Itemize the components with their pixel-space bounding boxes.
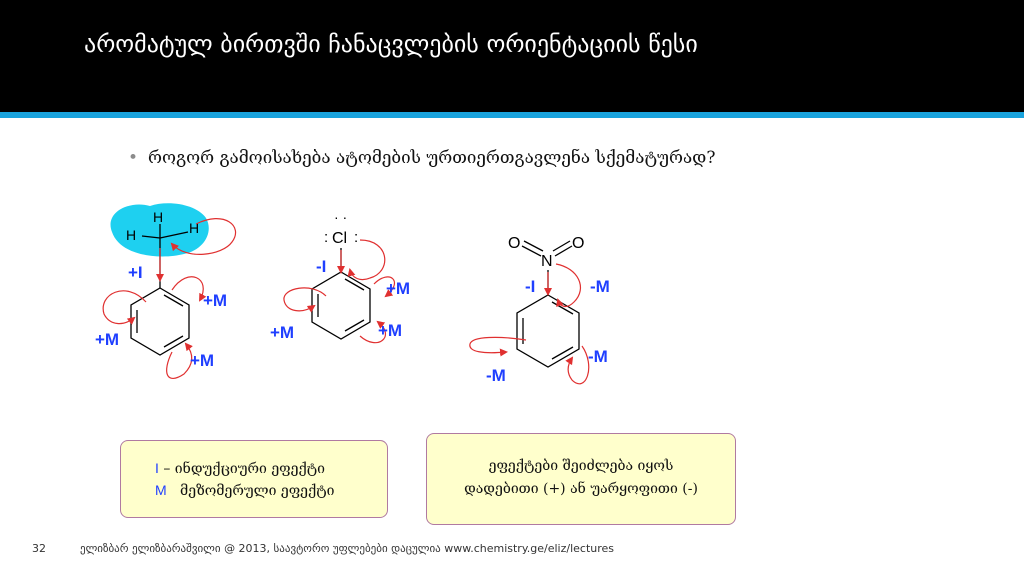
chlorobenzene-arrows [283, 239, 396, 344]
nitrobenzene-effect-label: -I [525, 277, 535, 296]
chlorine-atom: Cl [332, 230, 347, 247]
sign-note-line-1: ეფექტები შეიძლება იყოს [488, 458, 674, 474]
methyl-h-top: H [153, 209, 163, 225]
sign-note-box: ეფექტები შეიძლება იყოს დადებითი (+) ან უ… [426, 433, 736, 525]
inductive-description: – ინდუქციური ეფექტი [163, 461, 325, 477]
methyl-h-right: H [189, 220, 199, 236]
bullet-dot-icon: • [128, 148, 139, 168]
inductive-symbol: I [155, 460, 159, 476]
legend-box: I – ინდუქციური ეფექტი M მეზომერული ეფექტ… [120, 440, 388, 518]
toluene-effect-label: +M [190, 351, 214, 370]
nitro-oxygen-right: O [572, 235, 584, 252]
nitrobenzene-effect-label: -M [590, 277, 610, 296]
toluene-ring [130, 287, 190, 356]
nitrobenzene-effect-label: -M [588, 347, 608, 366]
footer-copyright: ელიზბარ ელიზბარაშვილი @ 2013, საავტორო უ… [80, 542, 615, 555]
sign-note-line-2: დადებითი (+) ან უარყოფითი (-) [464, 481, 698, 497]
title-bar [0, 0, 1024, 112]
toluene-arrows [102, 218, 237, 380]
bullet-text: როგორ გამოისახება ატომების ურთიერთგავლენ… [148, 148, 716, 168]
nitro-oxygen-left: O [508, 235, 520, 252]
toluene-molecule: H H H +I +M +M +M [95, 203, 237, 380]
chlorine-lone-pair-top: · · [334, 209, 347, 225]
nitrobenzene-bonds [516, 240, 580, 368]
chlorobenzene-effect-label: +M [270, 323, 294, 342]
nitrobenzene-molecule: O N O -I -M -M -M [469, 235, 610, 385]
legend-line-mesomeric: M მეზომერული ეფექტი [155, 482, 334, 499]
methyl-h-left: H [126, 227, 136, 243]
chlorobenzene-effect-label: +M [386, 279, 410, 298]
toluene-effect-label: +M [203, 291, 227, 310]
mesomeric-symbol: M [155, 482, 167, 498]
nitro-nitrogen: N [541, 253, 553, 270]
toluene-effect-label: +I [128, 263, 143, 282]
chlorobenzene-effect-label: -I [316, 257, 326, 276]
chlorine-lone-pair-right: : [354, 229, 358, 246]
chlorine-lone-pair-left: : [324, 229, 328, 246]
nitrobenzene-effect-label: -M [486, 366, 506, 385]
bullet-item: • როგორ გამოისახება ატომების ურთიერთგავლე… [128, 148, 715, 168]
mesomeric-description: მეზომერული ეფექტი [180, 483, 335, 499]
toluene-effect-label: +M [95, 330, 119, 349]
slide-title: არომატულ ბირთვში ჩანაცვლების ორიენტაციის… [84, 30, 698, 58]
legend-line-inductive: I – ინდუქციური ეფექტი [155, 460, 325, 477]
chlorobenzene-effect-label: +M [378, 321, 402, 340]
chlorobenzene-molecule: · · : Cl : -I +M +M +M [270, 209, 410, 344]
page-number: 32 [32, 542, 46, 555]
title-accent-stripe [0, 112, 1024, 118]
nitrobenzene-arrows [469, 263, 590, 385]
